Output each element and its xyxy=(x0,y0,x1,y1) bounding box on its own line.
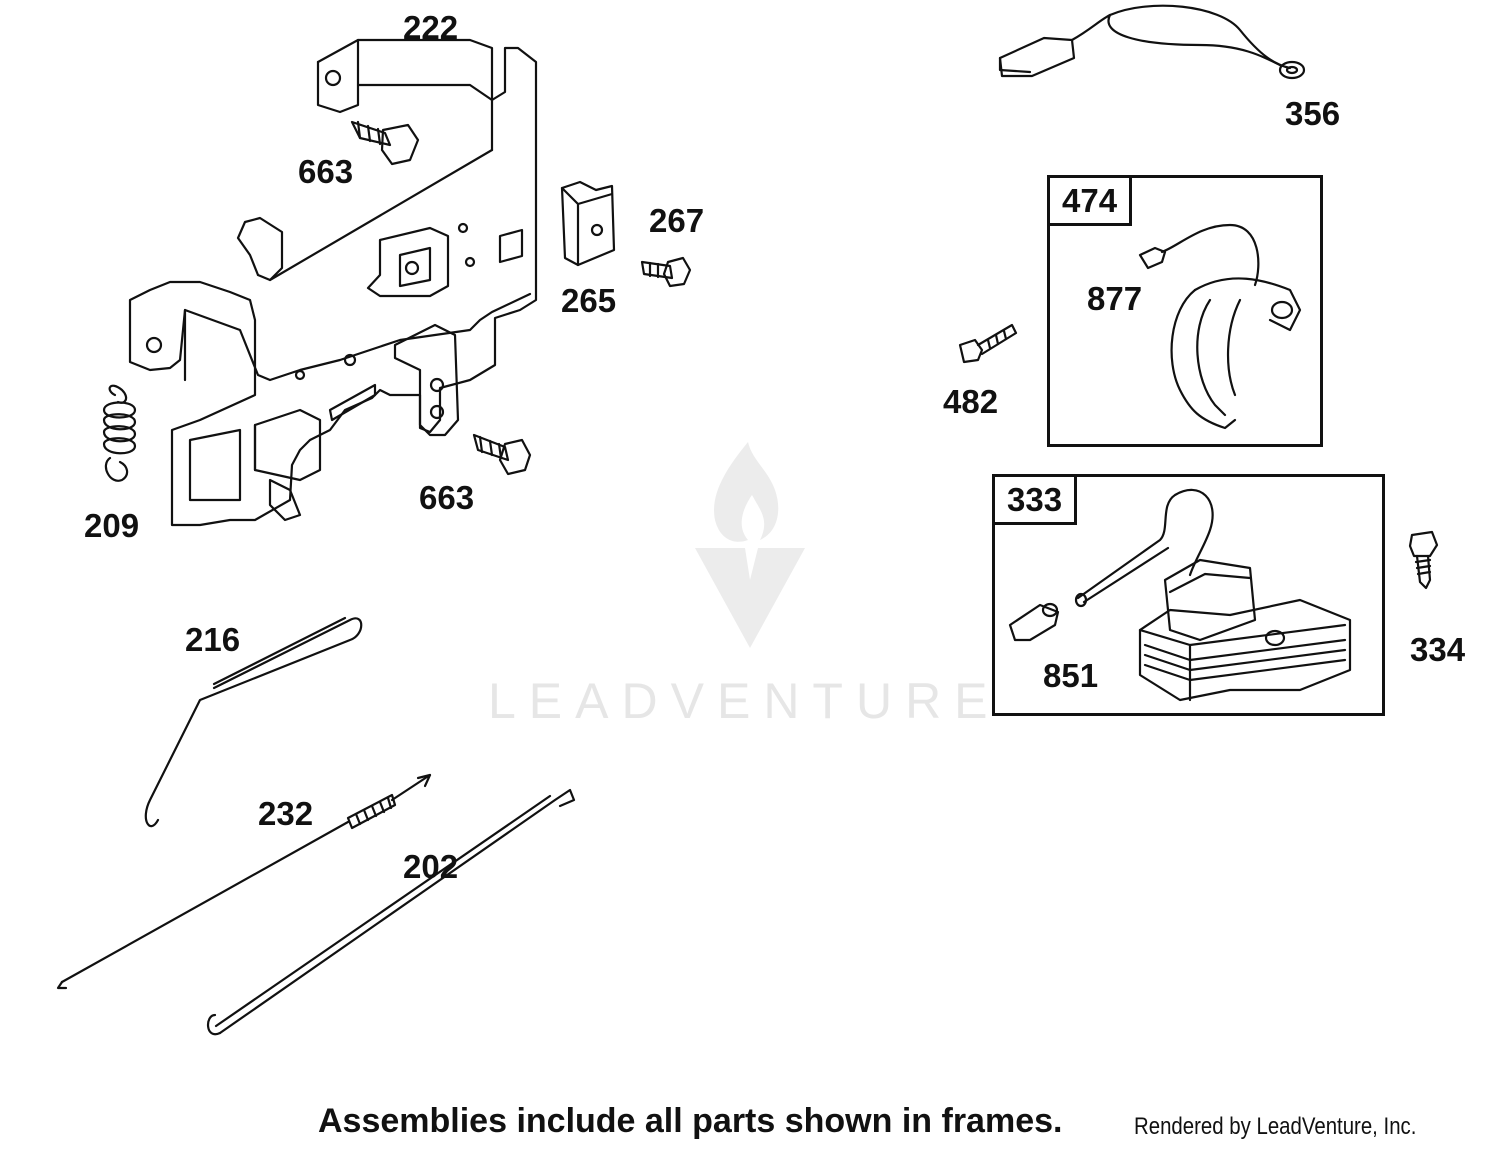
part-label-232: 232 xyxy=(258,795,314,832)
frame-tag-474: 474 xyxy=(1047,175,1133,226)
spring-209 xyxy=(102,384,137,482)
part-label-877: 877 xyxy=(1087,280,1143,317)
part-label-334: 334 xyxy=(1410,631,1466,668)
control-bracket-222 xyxy=(128,38,538,527)
frame-tag-333: 333 xyxy=(992,474,1078,525)
part-label-222: 222 xyxy=(403,9,459,46)
clip-265 xyxy=(560,180,616,267)
ignition-module-333 xyxy=(1074,488,1352,702)
part-label-663-upper: 663 xyxy=(298,153,354,190)
ground-wire-356 xyxy=(998,4,1306,80)
part-label-356: 356 xyxy=(1285,95,1341,132)
wire-clip-851 xyxy=(1008,602,1060,642)
spring-link-232 xyxy=(56,773,432,990)
watermark-text: LEADVENTURE xyxy=(488,673,1001,729)
watermark-logo xyxy=(695,442,805,648)
assemblies-note: Assemblies include all parts shown in fr… xyxy=(318,1102,1063,1140)
part-label-851: 851 xyxy=(1043,657,1099,694)
part-label-265: 265 xyxy=(561,282,617,319)
armature-877 xyxy=(1138,223,1302,430)
render-credit: Rendered by LeadVenture, Inc. xyxy=(1134,1113,1417,1140)
screw-267 xyxy=(640,256,692,288)
part-label-209: 209 xyxy=(84,507,140,544)
part-label-663-lower: 663 xyxy=(419,479,475,516)
link-rod-202 xyxy=(207,788,576,1036)
screw-482 xyxy=(958,323,1018,364)
part-label-202: 202 xyxy=(403,848,459,885)
part-label-482: 482 xyxy=(943,383,999,420)
assembly-frame-333: 333 xyxy=(992,474,1385,716)
part-label-216: 216 xyxy=(185,621,241,658)
screw-663-upper xyxy=(350,120,420,166)
assembly-frame-474: 474 xyxy=(1047,175,1323,447)
part-label-267: 267 xyxy=(649,202,705,239)
rod-216 xyxy=(144,616,363,828)
screw-334 xyxy=(1408,530,1439,590)
screw-663-lower xyxy=(472,433,532,476)
